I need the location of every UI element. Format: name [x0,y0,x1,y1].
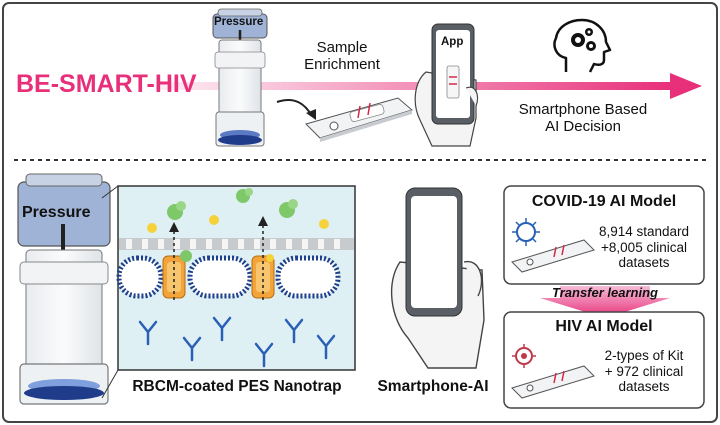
app-label: App [441,36,464,48]
sample-enrichment-line: Enrichment [304,56,380,74]
nanotrap-caption: RBCM-coated PES Nanotrap [132,378,342,395]
curved-arrow [276,98,313,117]
nanotrap-panel [116,185,356,371]
covid-detail-line: 8,914 standard [598,224,690,239]
ai-decision-line: AI Decision [545,118,621,136]
covid-model-details: 8,914 standard +8,005 clinical datasets [588,224,700,271]
covid-model-box [503,185,705,285]
covid-test-strip [511,239,595,273]
hiv-detail-line: + 972 clinical [604,363,684,379]
curved-arrowhead [306,109,316,120]
hiv-detail-line: 2-types of Kit [604,348,684,363]
top-phone-hand [414,23,479,147]
covid-model-title: COVID-19 AI Model [531,193,677,210]
hiv-test-strip [511,365,595,399]
hiv-model-title: HIV AI Model [555,318,653,335]
hiv-detail-line: datasets [618,379,670,395]
sample-enrichment-line: Sample [316,39,368,56]
hiv-virus-icon [512,344,536,368]
workflow-arrow [160,73,702,99]
covid-detail-line: +8,005 clinical [601,239,687,255]
ai-head-icon [553,18,612,73]
bottom-pressure-device [17,173,111,405]
bottom-phone-hand [390,187,485,369]
coronavirus-icon [512,218,540,246]
ai-decision-label: Smartphone Based AI Decision [508,101,658,136]
hiv-model-details: 2-types of Kit + 972 clinical datasets [588,348,700,395]
zoom-line [101,369,119,399]
hiv-model-box [503,311,705,409]
top-pressure-device [212,8,268,147]
zoom-line [101,185,119,199]
bottom-pressure-label: Pressure [22,204,91,221]
covid-detail-line: datasets [618,255,670,271]
sample-enrichment-label: Sample Enrichment [283,39,401,74]
transfer-arrow [540,286,670,318]
top-pressure-label: Pressure [214,16,264,28]
transfer-learning-label: Transfer learning [552,285,658,300]
top-test-strip [305,97,414,142]
smartphone-ai-caption: Smartphone-AI [377,378,489,395]
ai-decision-line: Smartphone Based [518,101,648,118]
be-smart-hiv-title: BE-SMART-HIV [16,70,197,98]
